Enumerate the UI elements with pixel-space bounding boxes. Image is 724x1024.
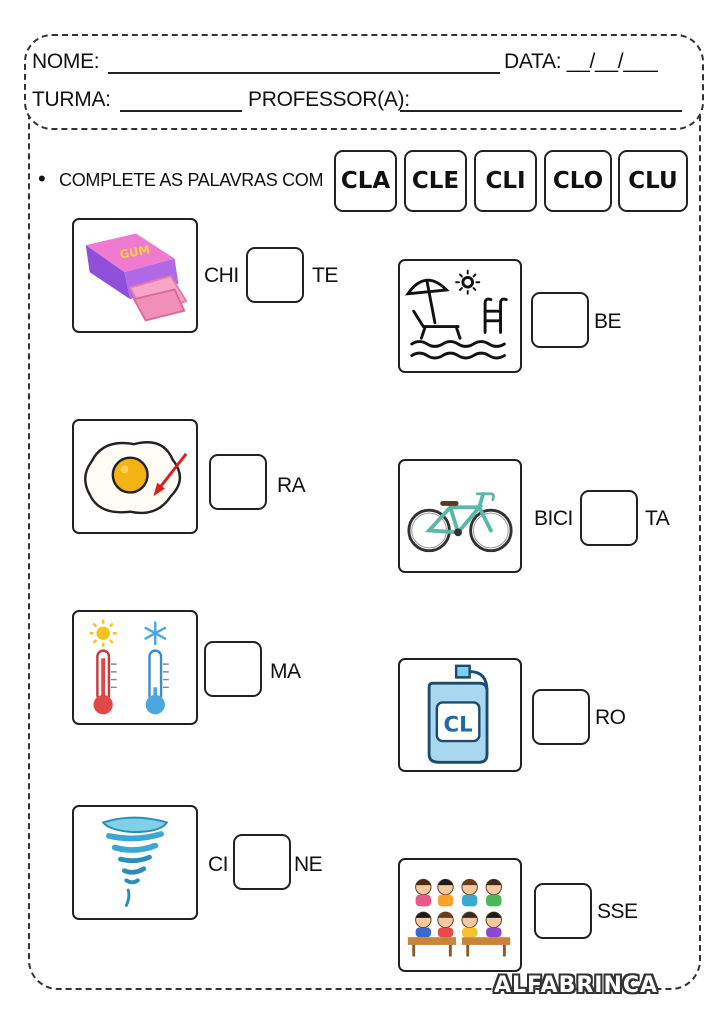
word-before: CI xyxy=(208,853,229,876)
class-label: TURMA: xyxy=(32,88,111,111)
word-after: BE xyxy=(594,310,622,333)
answer-box[interactable] xyxy=(209,454,267,510)
class-field[interactable] xyxy=(120,110,242,112)
answer-box[interactable] xyxy=(531,292,589,348)
word-before: BICI xyxy=(534,507,573,530)
bicycle-icon xyxy=(398,459,522,573)
word-before: CHI xyxy=(204,264,239,287)
name-field[interactable] xyxy=(108,72,500,74)
bullet: • xyxy=(38,166,46,191)
thermometers-icon xyxy=(72,610,198,725)
word-after: RO xyxy=(595,706,626,729)
answer-box[interactable] xyxy=(233,834,291,890)
answer-box[interactable] xyxy=(580,490,638,546)
syllable-cli: CLI xyxy=(474,150,537,212)
answer-box[interactable] xyxy=(534,883,592,939)
word-after: TE xyxy=(312,264,338,287)
syllable-clo: CLO xyxy=(544,150,612,212)
chlorine-bottle-icon: CL xyxy=(398,658,522,772)
name-label: NOME: xyxy=(32,50,100,73)
syllable-cla: CLA xyxy=(334,150,397,212)
chewing-gum-icon: GUM xyxy=(72,218,198,333)
answer-box[interactable] xyxy=(246,247,304,303)
teacher-label: PROFESSOR(A): xyxy=(248,88,410,111)
word-after: SSE xyxy=(597,900,638,923)
beach-chair-icon xyxy=(398,259,522,373)
bottle-label: CL xyxy=(444,712,473,737)
classroom-students-icon xyxy=(398,858,522,972)
answer-box[interactable] xyxy=(204,641,262,697)
date-label: DATA: __/__/___ xyxy=(504,50,658,73)
syllable-cle: CLE xyxy=(404,150,467,212)
word-after: MA xyxy=(270,660,301,683)
word-after: NE xyxy=(294,853,323,876)
svg-text:GUM: GUM xyxy=(119,242,151,261)
brand-logo: ALFABRINCA xyxy=(494,973,659,998)
word-after: TA xyxy=(645,507,670,530)
word-after: RA xyxy=(277,474,306,497)
syllable-clu: CLU xyxy=(618,150,688,212)
instruction-text: COMPLETE AS PALAVRAS COM xyxy=(59,170,324,190)
tornado-icon xyxy=(72,805,198,920)
teacher-field[interactable] xyxy=(400,110,682,112)
fried-egg-icon xyxy=(72,419,198,534)
header-box: NOME: DATA: __/__/___ TURMA: PROFESSOR(A… xyxy=(24,34,704,130)
answer-box[interactable] xyxy=(532,689,590,745)
